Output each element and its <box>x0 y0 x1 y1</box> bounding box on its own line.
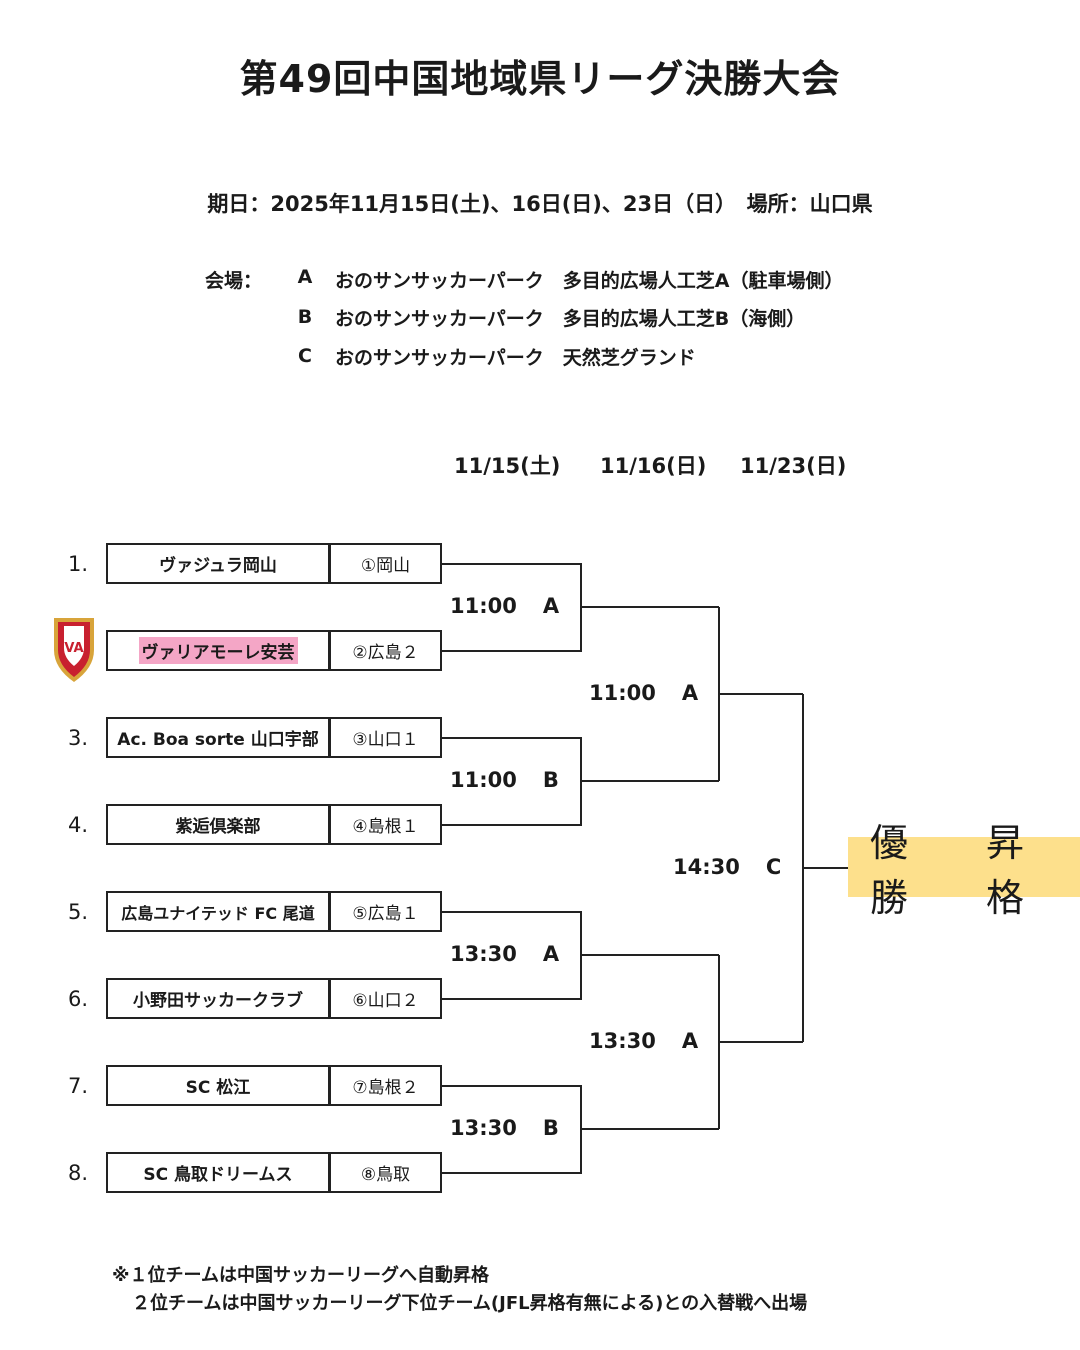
match-label-r2-2: 13:30 A <box>589 1029 698 1053</box>
seed-6: 6. <box>68 987 89 1011</box>
match-time: 13:30 <box>450 1116 517 1140</box>
team-box-2: ヴァリアモーレ安芸 <box>106 630 330 671</box>
qual-box-5: ⑤広島１ <box>329 891 442 932</box>
round2-date: 11/16(日) <box>600 454 707 478</box>
page-title: 第49回中国地域県リーグ決勝大会 <box>239 57 841 101</box>
team-box-4: 紫逅倶楽部 <box>106 804 330 845</box>
team-box-7: SC 松江 <box>106 1065 330 1106</box>
match-label-r2-1: 11:00 A <box>589 681 698 705</box>
seed-4: 4. <box>68 813 89 837</box>
team-name: 広島ユナイテッド FC 尾道 <box>121 903 315 923</box>
match-venue: B <box>542 1116 559 1140</box>
date-location-line: 期日：2025年11月15日(土)、16日(日)、23日（日） 場所：山口県 <box>207 192 873 216</box>
qual-box-8: ⑧鳥取 <box>329 1152 442 1193</box>
seed-3: 3. <box>68 726 89 750</box>
team-box-6: 小野田サッカークラブ <box>106 978 330 1019</box>
venue-name: おのサンサッカーパーク 多目的広場人工芝A（駐車場側） <box>335 269 844 292</box>
venue-name: おのサンサッカーパーク 天然芝グランド <box>335 346 696 369</box>
footnote-1: ※１位チームは中国サッカーリーグへ自動昇格 <box>112 1265 489 1286</box>
venue-name: おのサンサッカーパーク 多目的広場人工芝B（海側） <box>335 307 806 330</box>
match-venue: A <box>542 942 560 966</box>
crest-text: VA <box>64 641 83 656</box>
footnote-2: ２位チームは中国サッカーリーグ下位チーム(JFL昇格有無による)との入替戦へ出場 <box>132 1293 808 1314</box>
match-label-r1-1: 11:00 A <box>450 594 559 618</box>
seed-8: 8. <box>68 1161 89 1185</box>
venue-row-b: B おのサンサッカーパーク 多目的広場人工芝B（海側） <box>205 302 806 332</box>
match-venue: B <box>542 768 559 792</box>
match-venue: A <box>681 681 699 705</box>
team-name: 紫逅倶楽部 <box>175 817 261 837</box>
venue-code: C <box>298 345 312 367</box>
seed-7: 7. <box>68 1074 89 1098</box>
qual-box-1: ①岡山 <box>329 543 442 584</box>
round1-date: 11/15(土) <box>454 454 561 478</box>
seed-5: 5. <box>68 900 89 924</box>
team-name: 小野田サッカークラブ <box>133 991 303 1011</box>
match-time: 14:30 <box>673 855 740 879</box>
qual-box-3: ③山口１ <box>329 717 442 758</box>
winner-box: 優勝 昇格 <box>848 821 1080 920</box>
venue-row-a: 会場： A おのサンサッカーパーク 多目的広場人工芝A（駐車場側） <box>205 264 844 294</box>
qual-box-4: ④島根１ <box>329 804 442 845</box>
team-name: Ac. Boa sorte 山口宇部 <box>117 730 319 750</box>
match-label-r1-4: 13:30 B <box>450 1116 559 1140</box>
final-date: 11/23(日) <box>740 454 847 478</box>
match-label-final: 14:30 C <box>673 855 781 879</box>
team-name: SC 松江 <box>185 1078 251 1098</box>
match-time: 11:00 <box>450 768 517 792</box>
match-time: 13:30 <box>450 942 517 966</box>
match-time: 11:00 <box>589 681 656 705</box>
team-name-highlighted: ヴァリアモーレ安芸 <box>138 637 298 664</box>
team-box-8: SC 鳥取ドリームス <box>106 1152 330 1193</box>
promotion-label: 昇格 <box>986 821 1025 920</box>
match-venue: A <box>542 594 560 618</box>
match-label-r1-2: 11:00 B <box>450 768 559 792</box>
qual-box-6: ⑥山口２ <box>329 978 442 1019</box>
team-crest-icon: VA <box>54 618 94 682</box>
venue-row-c: C おのサンサッカーパーク 天然芝グランド <box>205 341 696 371</box>
team-box-3: Ac. Boa sorte 山口宇部 <box>106 717 330 758</box>
match-time: 11:00 <box>450 594 517 618</box>
team-box-1: ヴァジュラ岡山 <box>106 543 330 584</box>
team-name: ヴァジュラ岡山 <box>159 556 277 576</box>
winner-label: 優勝 <box>870 821 909 920</box>
venue-code: A <box>297 265 313 288</box>
qual-box-7: ⑦島根２ <box>329 1065 442 1106</box>
seed-1: 1. <box>68 552 89 576</box>
match-venue: C <box>765 855 782 879</box>
match-time: 13:30 <box>589 1029 656 1053</box>
qual-box-2: ②広島２ <box>329 630 442 671</box>
venue-key-label: 会場： <box>205 269 263 292</box>
team-box-5: 広島ユナイテッド FC 尾道 <box>106 891 330 932</box>
match-label-r1-3: 13:30 A <box>450 942 559 966</box>
match-venue: A <box>681 1029 699 1053</box>
footnotes: ※１位チームは中国サッカーリーグへ自動昇格 ２位チームは中国サッカーリーグ下位チ… <box>112 1262 807 1318</box>
venue-code: B <box>297 306 313 328</box>
team-name: SC 鳥取ドリームス <box>143 1165 293 1185</box>
